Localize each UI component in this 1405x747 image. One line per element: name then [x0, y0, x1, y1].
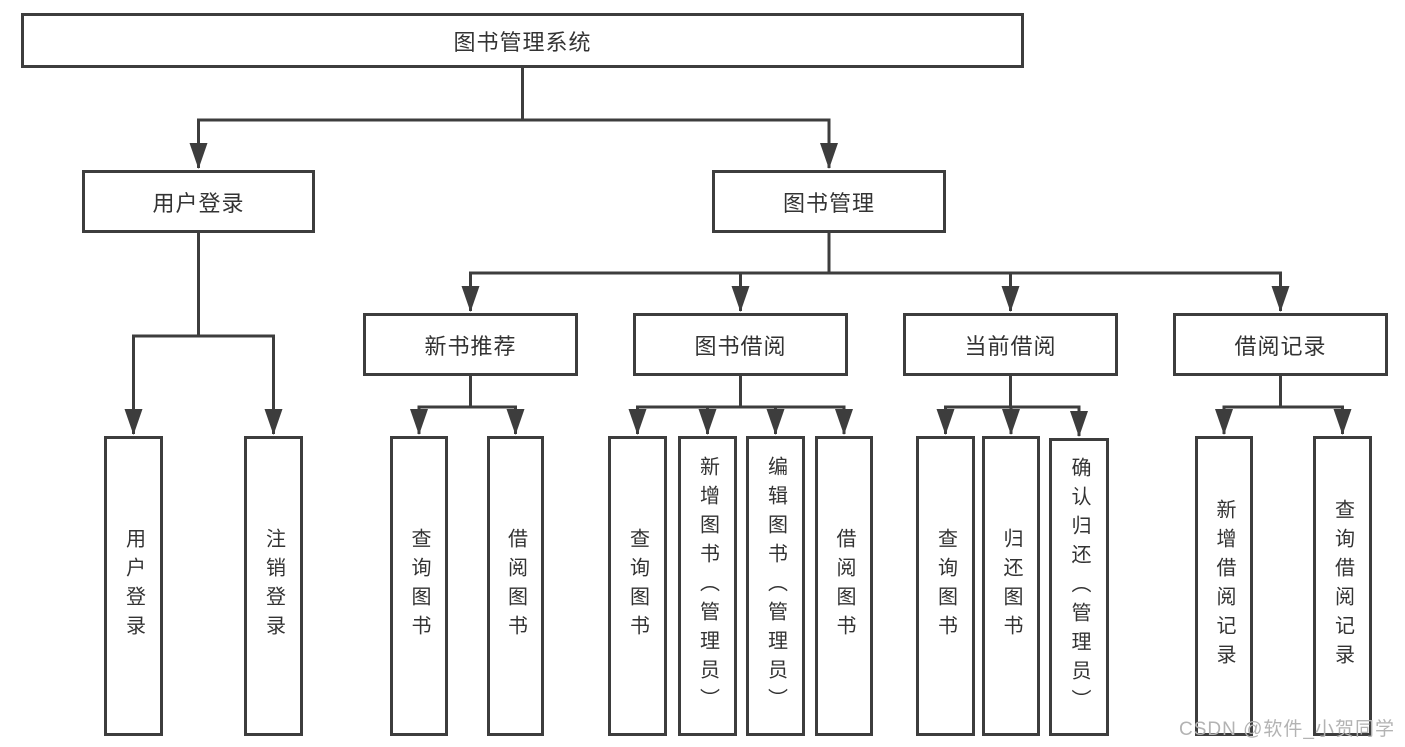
node-library-management-system: 图书管理系统 — [21, 13, 1024, 68]
node-label: 新增借阅记录 — [1213, 499, 1235, 673]
node-label: 借阅记录 — [1234, 333, 1327, 359]
leaf-add-borrow-record: 新增借阅记录 — [1195, 436, 1253, 736]
node-book-management: 图书管理 — [712, 170, 946, 233]
node-book-borrowing: 图书借阅 — [633, 313, 848, 376]
node-label: 当前借阅 — [964, 333, 1057, 359]
leaf-user-login: 用户登录 — [104, 436, 163, 736]
node-label: 查询借阅记录 — [1331, 499, 1354, 673]
leaf-confirm-return-admin: 确认归还（管理员） — [1049, 438, 1109, 736]
leaf-edit-books-admin: 编辑图书（管理员） — [746, 436, 805, 736]
node-label: 查询图书 — [626, 528, 649, 644]
node-current-borrowing: 当前借阅 — [903, 313, 1118, 376]
node-label: 借阅图书 — [833, 528, 855, 644]
node-label: 确认归还（管理员） — [1068, 456, 1090, 718]
node-label: 图书管理 — [782, 190, 875, 216]
leaf-query-books-newbook: 查询图书 — [390, 436, 448, 736]
leaf-add-books-admin: 新增图书（管理员） — [678, 436, 737, 736]
node-user-login: 用户登录 — [82, 170, 315, 233]
node-new-book-recommendation: 新书推荐 — [363, 313, 578, 376]
node-label: 注销登录 — [262, 528, 285, 644]
node-label: 用户登录 — [122, 528, 145, 644]
csdn-watermark: CSDN @软件_小贺同学 — [1179, 719, 1395, 740]
node-borrowing-records: 借阅记录 — [1173, 313, 1388, 376]
node-label: 用户登录 — [152, 190, 245, 216]
leaf-query-borrow-record: 查询借阅记录 — [1313, 436, 1372, 736]
node-label: 图书借阅 — [694, 333, 787, 359]
leaf-borrow-books-borrowing: 借阅图书 — [815, 436, 873, 736]
node-label: 新增图书（管理员） — [696, 455, 719, 717]
node-label: 新书推荐 — [424, 333, 517, 359]
node-label: 查询图书 — [934, 528, 957, 644]
leaf-query-books-borrowing: 查询图书 — [608, 436, 667, 736]
node-label: 查询图书 — [408, 528, 430, 644]
node-label: 借阅图书 — [504, 528, 527, 644]
leaf-query-books-current: 查询图书 — [916, 436, 975, 736]
leaf-borrow-books-newbook: 借阅图书 — [487, 436, 544, 736]
node-label: 编辑图书（管理员） — [764, 455, 787, 717]
leaf-logout: 注销登录 — [244, 436, 303, 736]
node-label: 归还图书 — [1000, 528, 1022, 644]
leaf-return-books: 归还图书 — [982, 436, 1040, 736]
node-label: 图书管理系统 — [453, 29, 592, 55]
